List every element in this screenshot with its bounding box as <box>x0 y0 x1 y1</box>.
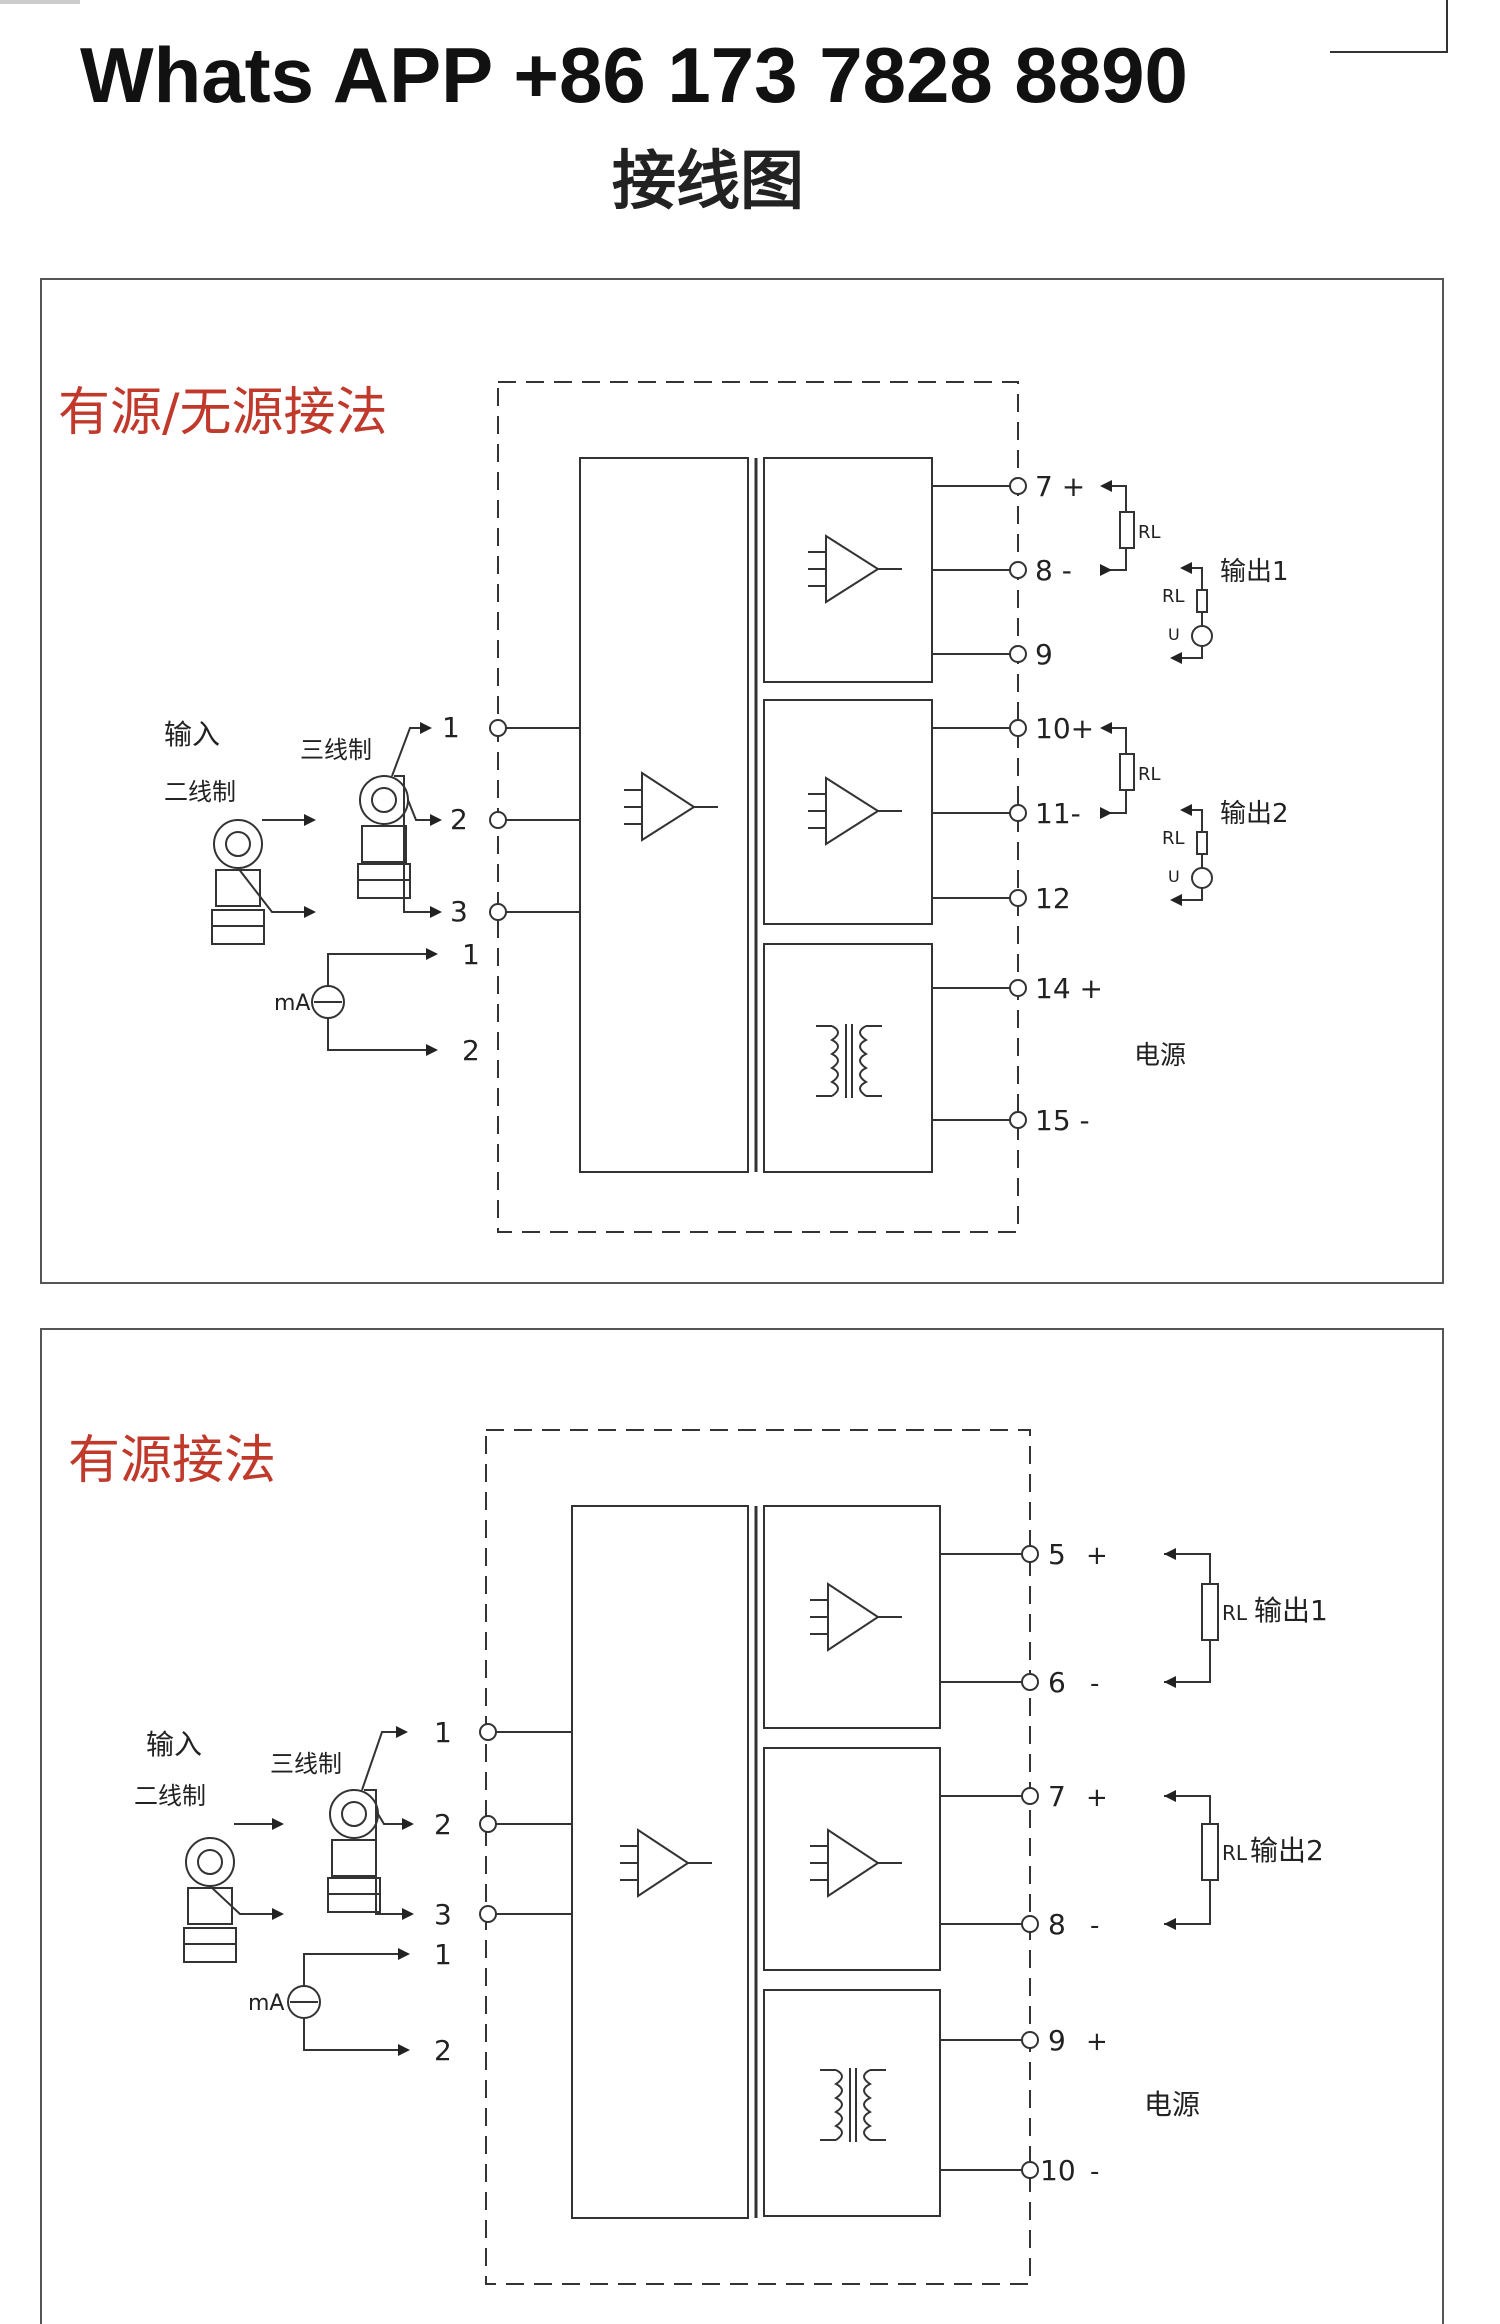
two-wire-transmitter-icon <box>183 1823 278 1963</box>
corner-decoration <box>0 0 1448 53</box>
out-terminal-10: 10+ <box>1035 712 1094 745</box>
wiring-panel-2: 有源接法 <box>40 1328 1444 2324</box>
input-block <box>579 457 749 1173</box>
wiring-diagram-1: 输入 二线制 三线制 mA 1 2 3 1 2 7 + 8 - 9 10+ 11… <box>164 381 1289 1233</box>
out-terminal-8: 8 - <box>1035 554 1072 587</box>
rl-label: RL <box>1162 586 1185 607</box>
output2-block <box>763 1747 941 1971</box>
out-terminal-8: 8 <box>1048 1908 1066 1941</box>
svg-text:-: - <box>1090 2157 1099 2187</box>
three-wire-label: 三线制 <box>270 1750 342 1778</box>
input-label: 输入 <box>164 718 220 751</box>
out-terminal-5: 5 <box>1048 1538 1066 1571</box>
svg-text:+: + <box>1086 1541 1108 1571</box>
svg-text:-: - <box>1090 1669 1099 1699</box>
out-terminal-9: 9 <box>1035 638 1053 671</box>
current-source-icon <box>311 953 426 1051</box>
three-wire-transmitter-icon <box>327 1731 402 1915</box>
transformer-icon <box>820 2068 886 2142</box>
transformer-icon <box>816 1024 882 1098</box>
panel-1-title: 有源/无源接法 <box>58 383 388 443</box>
contact-header: Whats APP +86 173 7828 8890 <box>80 31 1188 119</box>
out-terminal-11: 11- <box>1035 797 1081 830</box>
out-terminal-10: 10 <box>1040 2154 1076 2187</box>
rl-label: RL <box>1138 764 1161 785</box>
ma-label: mA <box>274 991 310 1016</box>
u-label: U <box>1168 625 1180 644</box>
panel-2-title: 有源接法 <box>68 1431 277 1491</box>
power-label: 电源 <box>1144 2088 1200 2121</box>
current-source-icon <box>287 1953 398 2051</box>
three-wire-label: 三线制 <box>300 736 372 764</box>
in-terminal-1: 1 <box>434 1716 452 1749</box>
ma-label: mA <box>248 1991 284 2016</box>
out-terminal-7: 7 + <box>1035 470 1085 503</box>
ma-terminal-1: 1 <box>434 1938 452 1971</box>
output1-block <box>763 457 933 683</box>
wiring-diagram-2: 输入 二线制 三线制 mA 1 2 3 1 2 5 6 7 8 9 10 + -… <box>134 1429 1328 2285</box>
two-wire-transmitter-icon <box>211 819 310 945</box>
ma-terminal-2: 2 <box>434 2034 452 2067</box>
rl-label: RL <box>1222 1841 1248 1865</box>
amplifier-icon <box>810 1582 902 1652</box>
in-terminal-2: 2 <box>450 803 468 836</box>
in-terminal-1: 1 <box>442 711 460 744</box>
module-enclosure <box>497 381 1019 1233</box>
svg-text:-: - <box>1090 1911 1099 1941</box>
output1-block <box>763 1505 941 1729</box>
amplifier-icon <box>810 1828 902 1898</box>
out-terminal-14: 14 + <box>1035 972 1103 1005</box>
svg-text:+: + <box>1086 1783 1108 1813</box>
rl-label: RL <box>1222 1601 1248 1625</box>
out-terminal-6: 6 <box>1048 1666 1066 1699</box>
amplifier-icon <box>620 1828 712 1898</box>
out-terminal-9: 9 <box>1048 2024 1066 2057</box>
power-block <box>763 1989 941 2217</box>
amplifier-icon <box>808 776 902 846</box>
in-terminal-3: 3 <box>434 1898 452 1931</box>
rl-label: RL <box>1138 522 1161 543</box>
two-wire-label: 二线制 <box>164 778 236 806</box>
power-block <box>763 943 933 1173</box>
output1-label: 输出1 <box>1220 557 1289 587</box>
out-terminal-15: 15 - <box>1035 1104 1090 1137</box>
module-enclosure <box>485 1429 1031 2285</box>
in-terminal-2: 2 <box>434 1808 452 1841</box>
diagram-subtitle: 接线图 <box>612 145 804 219</box>
output2-block <box>763 699 933 925</box>
two-wire-label: 二线制 <box>134 1782 206 1810</box>
svg-text:+: + <box>1086 2027 1108 2057</box>
u-label: U <box>1168 867 1180 886</box>
output2-label: 输出2 <box>1250 1834 1324 1867</box>
wiring-panel-1: 有源/无源接法 <box>40 278 1444 1284</box>
ma-terminal-2: 2 <box>462 1034 480 1067</box>
input-label: 输入 <box>146 1728 202 1761</box>
in-terminal-3: 3 <box>450 895 468 928</box>
input-block <box>571 1505 749 2219</box>
output1-label: 输出1 <box>1254 1594 1328 1627</box>
out-terminal-12: 12 <box>1035 882 1071 915</box>
output2-label: 输出2 <box>1220 799 1289 829</box>
amplifier-icon <box>808 534 902 604</box>
amplifier-icon <box>624 771 718 842</box>
power-label: 电源 <box>1134 1041 1186 1071</box>
rl-label: RL <box>1162 828 1185 849</box>
out-terminal-7: 7 <box>1048 1780 1066 1813</box>
ma-terminal-1: 1 <box>462 938 480 971</box>
three-wire-transmitter-icon <box>357 727 430 913</box>
